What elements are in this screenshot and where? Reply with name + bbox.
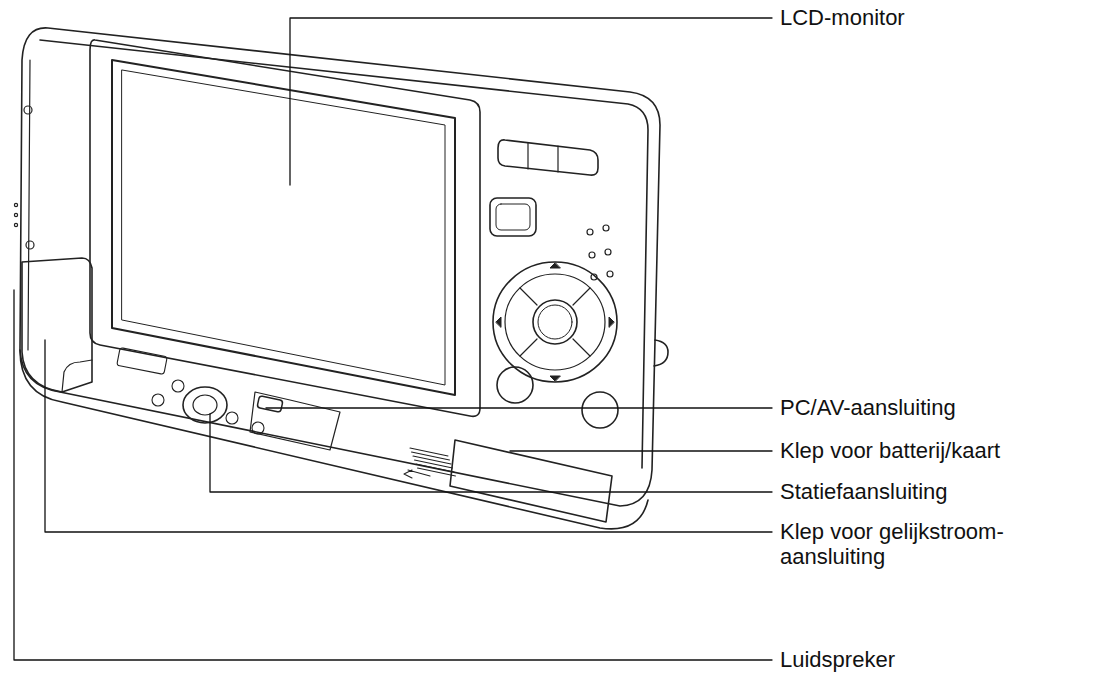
leader-line bbox=[210, 414, 772, 492]
part-label: Statiefaansluiting bbox=[780, 480, 948, 505]
part-label: Klep voor gelijkstroom- aansluiting bbox=[780, 520, 1070, 569]
zoom-rocker bbox=[498, 140, 598, 175]
bottom-foot bbox=[252, 422, 264, 434]
grille-slot bbox=[416, 464, 454, 472]
connector-cover bbox=[250, 392, 340, 450]
part-label: Luidspreker bbox=[780, 648, 895, 673]
button bbox=[582, 392, 618, 428]
camera-top-edge bbox=[40, 40, 648, 468]
bottom-plate bbox=[117, 348, 168, 375]
mode-button bbox=[490, 198, 536, 236]
leader-lines bbox=[14, 18, 772, 660]
lcd-screen bbox=[112, 60, 455, 395]
bottom-foot bbox=[152, 394, 164, 406]
grille-slot bbox=[410, 448, 448, 456]
dc-cover bbox=[22, 258, 92, 392]
ok-button bbox=[533, 300, 577, 344]
leader-line bbox=[14, 290, 772, 660]
zoom-divider bbox=[528, 143, 558, 172]
button bbox=[497, 367, 533, 403]
grille-slot bbox=[412, 452, 450, 460]
bottom-foot bbox=[172, 380, 184, 392]
mode-button-inner bbox=[496, 204, 530, 230]
tripod-thread bbox=[193, 395, 217, 415]
battery-door bbox=[450, 440, 612, 522]
dpad-dividers bbox=[520, 288, 590, 356]
dpad-inner-ring bbox=[505, 274, 605, 370]
door-arrow bbox=[404, 470, 430, 478]
camera-side bbox=[28, 60, 30, 350]
pc-av-port bbox=[257, 396, 283, 413]
part-label: Klep voor batterij/kaart bbox=[780, 439, 1000, 464]
part-label: LCD-monitor bbox=[780, 6, 905, 31]
strap-eyelet bbox=[26, 241, 34, 249]
side-knob bbox=[654, 340, 668, 366]
speaker-holes bbox=[14, 203, 17, 226]
grille-slot bbox=[418, 468, 456, 476]
dpad-ring bbox=[493, 262, 617, 382]
dc-cover-tab bbox=[62, 360, 92, 392]
strap-eyelet bbox=[24, 106, 32, 114]
leader-line bbox=[45, 340, 772, 532]
ok-button-inner bbox=[538, 305, 572, 339]
part-label: PC/AV-aansluiting bbox=[780, 396, 956, 421]
grille-slot bbox=[413, 456, 451, 464]
leader-line bbox=[510, 450, 772, 451]
camera-body bbox=[20, 28, 660, 506]
dpad-arrows bbox=[496, 263, 614, 381]
grille-slot bbox=[415, 460, 453, 468]
lcd-frame bbox=[90, 40, 480, 416]
speaker-grille bbox=[410, 448, 456, 476]
leader-line bbox=[266, 407, 772, 408]
lcd-inner bbox=[122, 70, 445, 385]
leader-line bbox=[290, 18, 772, 185]
bottom-foot bbox=[226, 412, 238, 424]
indicator-dots bbox=[587, 225, 613, 280]
tripod-socket bbox=[183, 387, 227, 423]
